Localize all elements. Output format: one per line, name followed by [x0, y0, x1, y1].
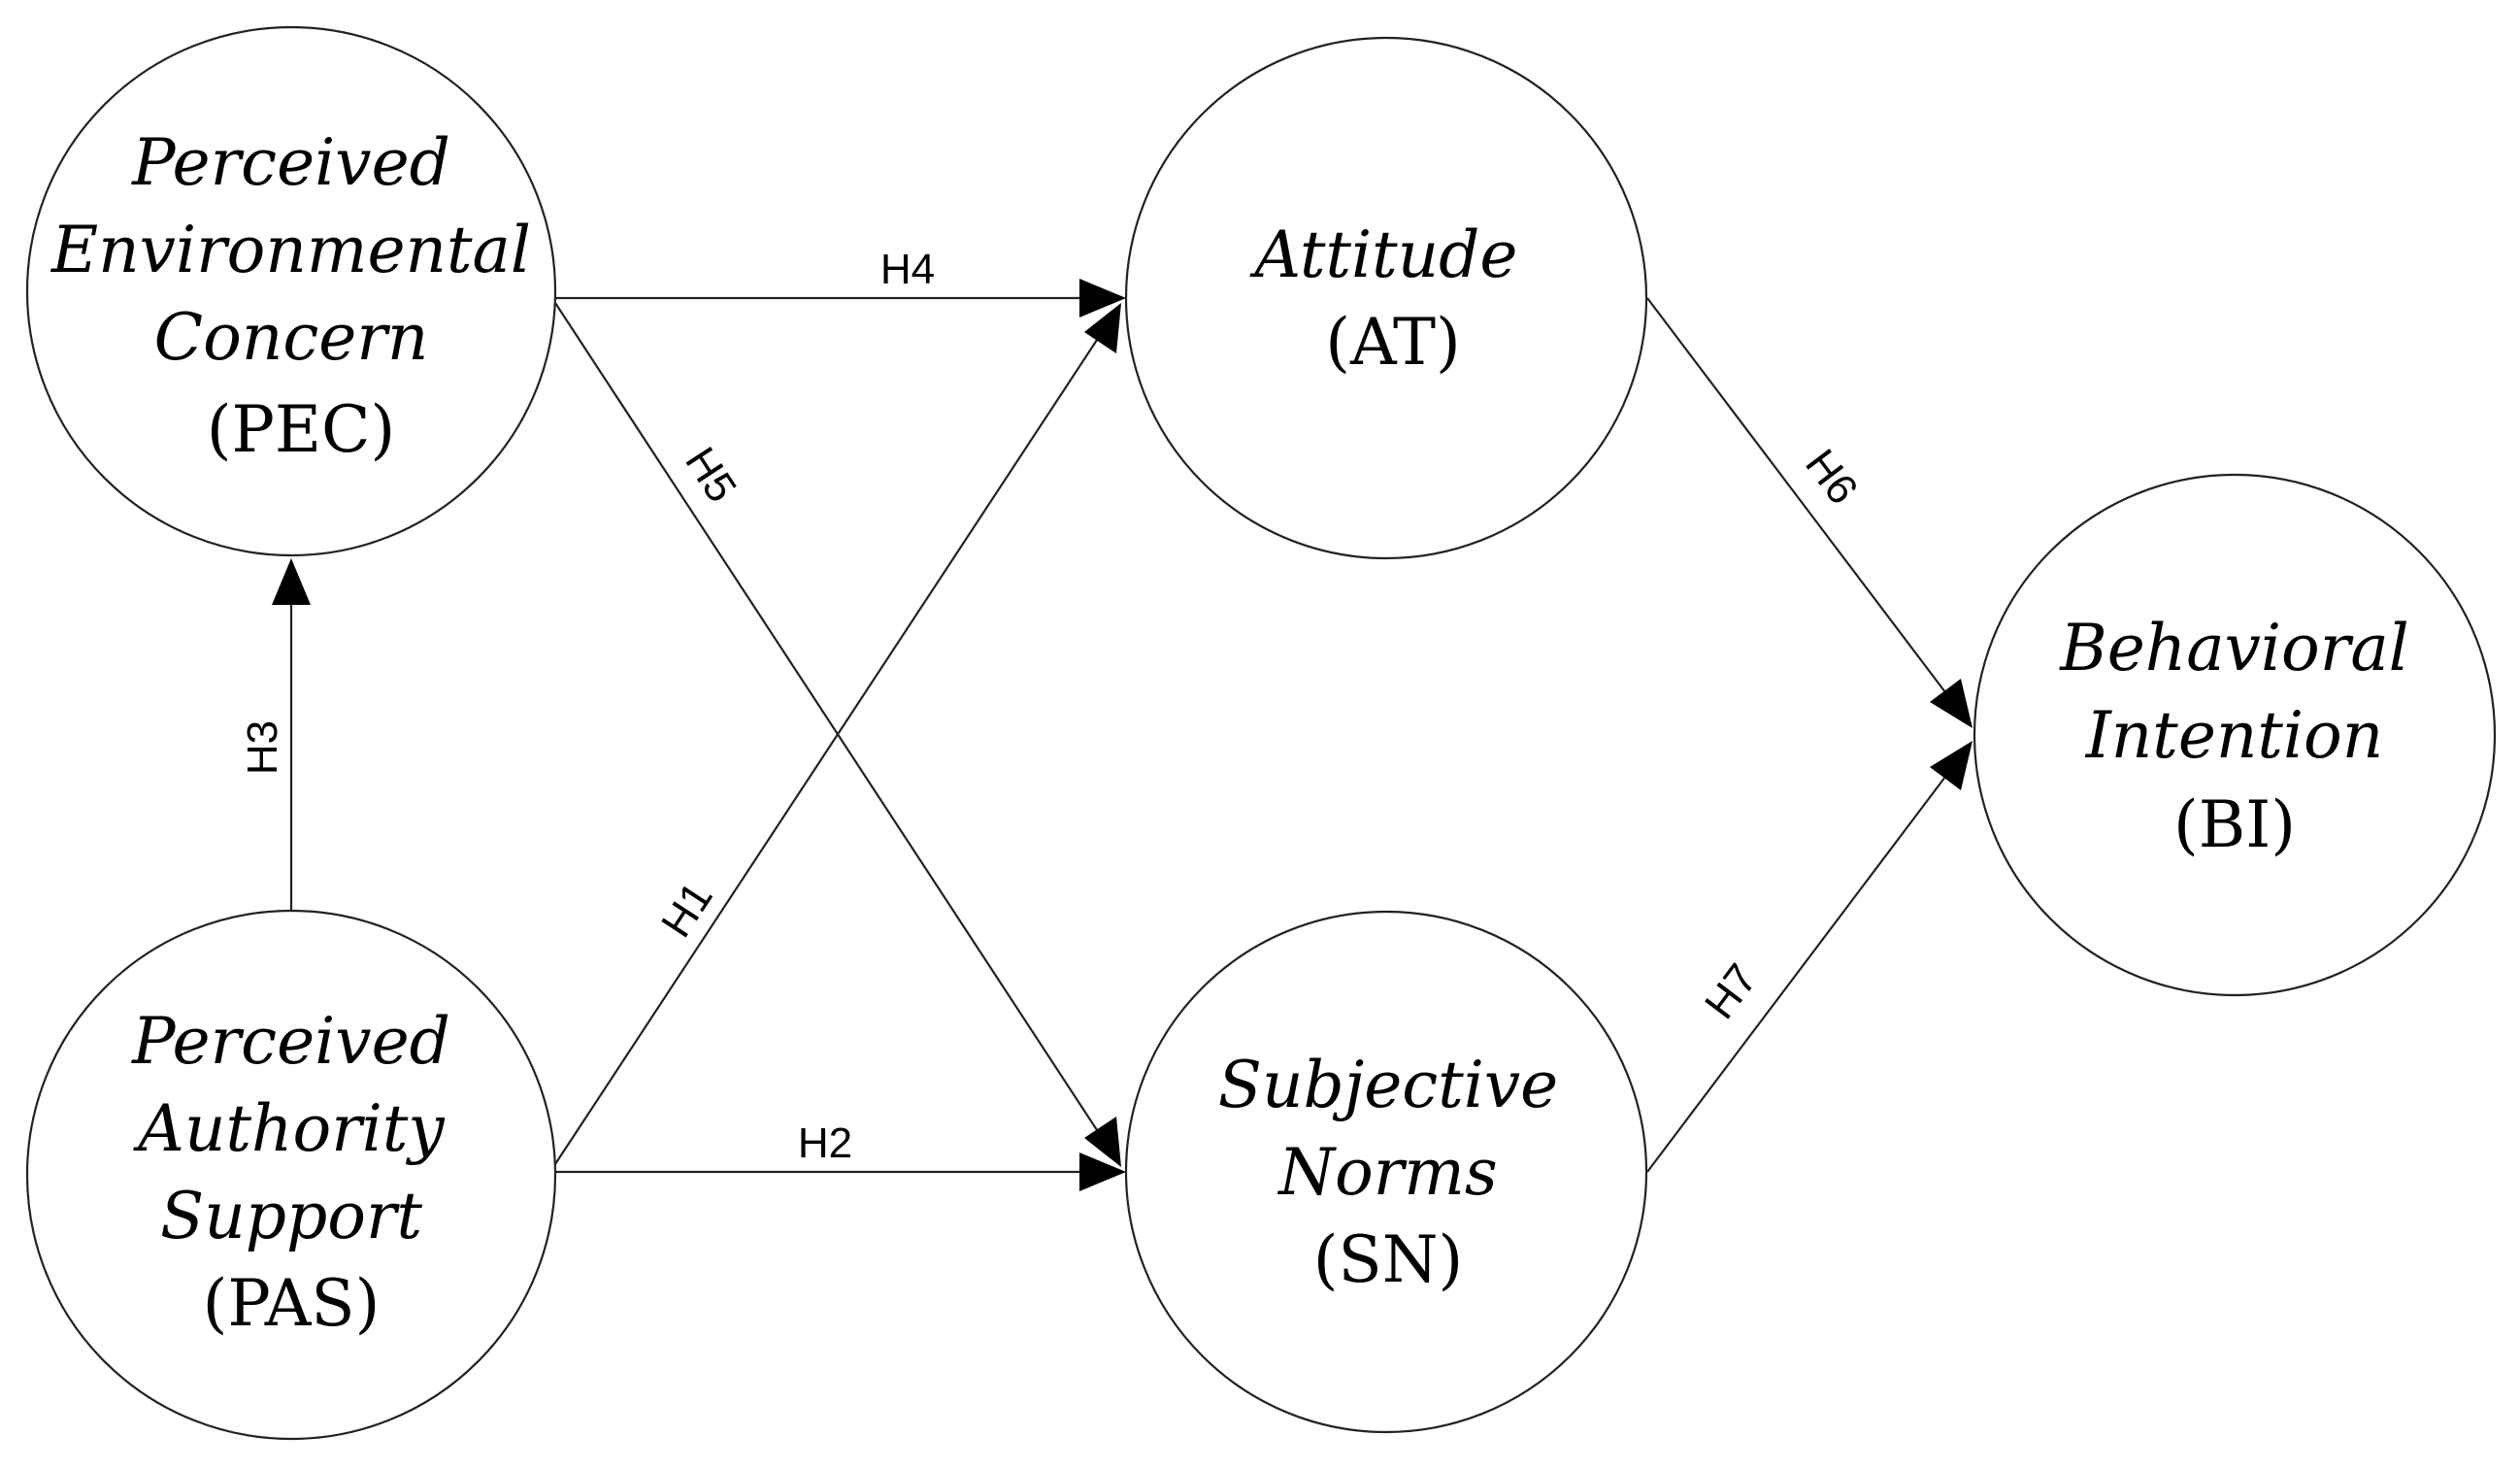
- edge-h6: H6: [1646, 297, 1973, 728]
- node-pec-line-3: Concern: [154, 300, 429, 375]
- edge-label-h7: H7: [1696, 955, 1767, 1027]
- node-pas-circle: [25, 909, 557, 1441]
- node-pec-line-2: Environmental: [50, 213, 531, 287]
- edge-h3: H3: [239, 558, 311, 910]
- node-pec-abbr: (PEC): [207, 392, 396, 467]
- node-pas-line-2: Authority: [132, 1091, 445, 1166]
- arrowhead-h3: [272, 558, 311, 605]
- edge-label-h6: H6: [1796, 441, 1867, 513]
- node-pas-line-1: Perceived: [131, 1004, 450, 1079]
- node-pec-circle: [25, 25, 557, 557]
- edge-label-h4: H4: [880, 246, 935, 293]
- edge-label-h5: H5: [676, 439, 746, 511]
- node-sn: Subjective Norms (SN): [1124, 910, 1648, 1434]
- node-pas-abbr: (PAS): [203, 1266, 381, 1341]
- node-at: Attitude (AT): [1124, 36, 1648, 560]
- edge-h2: H2: [553, 1119, 1126, 1191]
- node-at-abbr: (AT): [1325, 305, 1461, 380]
- node-sn-line-1: Subjective: [1218, 1048, 1558, 1122]
- node-at-line-1: Attitude: [1249, 217, 1518, 292]
- edge-h7: H7: [1646, 741, 1973, 1173]
- node-bi-abbr: (BI): [2173, 787, 2296, 862]
- node-sn-abbr: (SN): [1313, 1222, 1463, 1297]
- node-at-circle: [1124, 36, 1648, 560]
- node-pas-line-3: Support: [160, 1179, 423, 1253]
- arrowhead-h6: [1930, 679, 1973, 728]
- arrowhead-h5: [1084, 1117, 1121, 1167]
- edge-label-h3: H3: [239, 720, 286, 775]
- arrowhead-h1: [1084, 303, 1121, 353]
- node-sn-circle: [1124, 910, 1648, 1434]
- node-pec: Perceived Environmental Concern (PEC): [25, 25, 557, 557]
- node-bi-circle: [1973, 473, 2497, 997]
- edge-label-h2: H2: [798, 1119, 852, 1167]
- edge-label-h1: H1: [652, 874, 722, 946]
- node-bi-line-2: Intention: [2085, 698, 2384, 773]
- edge-h4: H4: [553, 246, 1126, 317]
- node-bi: Behavioral Intention (BI): [1973, 473, 2497, 997]
- arrowhead-h4: [1079, 279, 1126, 317]
- arrowhead-h7: [1930, 741, 1973, 790]
- node-pec-line-1: Perceived: [131, 125, 450, 200]
- node-bi-line-1: Behavioral: [2059, 611, 2409, 685]
- node-sn-line-2: Norms: [1277, 1135, 1498, 1210]
- node-pas: Perceived Authority Support (PAS): [25, 909, 557, 1441]
- arrowhead-h2: [1079, 1152, 1126, 1191]
